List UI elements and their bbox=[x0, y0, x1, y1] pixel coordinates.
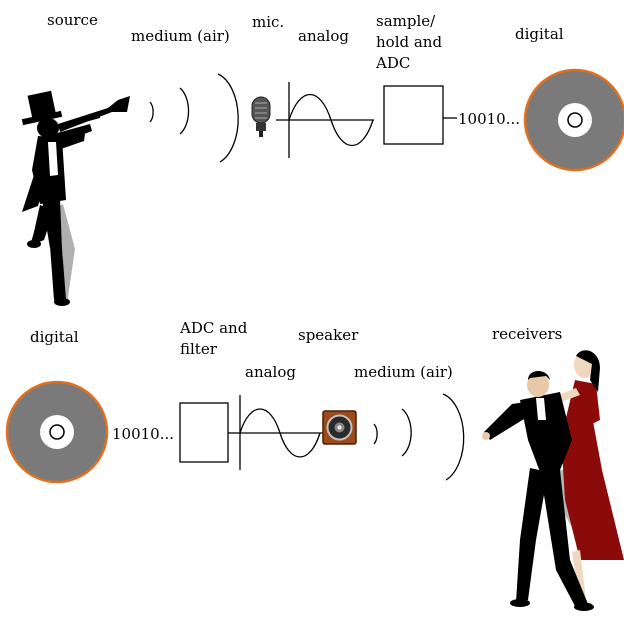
analog-label-top: analog bbox=[298, 27, 349, 45]
analog-label-bottom: analog bbox=[245, 363, 296, 381]
source-label: source bbox=[47, 11, 98, 29]
sample-hold-adc-box bbox=[383, 85, 444, 145]
digital-label-bottom: digital bbox=[30, 328, 79, 346]
sound-waves-bottom bbox=[373, 393, 465, 481]
sample-hold-label-line2: hold and bbox=[376, 33, 443, 51]
adc-filter-label-line1: ADC and bbox=[180, 319, 248, 337]
wave-arc-medium bbox=[401, 408, 412, 457]
dancing-couple-figure bbox=[482, 350, 624, 611]
speaker-icon bbox=[322, 410, 357, 445]
microphone-icon bbox=[251, 96, 271, 137]
sample-hold-label-line3: ADC bbox=[376, 54, 411, 72]
medium-air-label-top: medium (air) bbox=[131, 27, 230, 45]
speaker-label: speaker bbox=[298, 326, 359, 344]
wave-arc-large bbox=[217, 73, 239, 163]
disc-icon-top bbox=[523, 68, 624, 172]
mic-label: mic. bbox=[252, 13, 285, 31]
sine-curve bbox=[288, 93, 374, 147]
bitstream-text-bottom: 10010... bbox=[112, 425, 174, 443]
sample-hold-label-line1: sample/ bbox=[376, 12, 436, 30]
trumpet-player-figure bbox=[21, 90, 130, 306]
wave-arc-small bbox=[373, 423, 378, 445]
adc-filter-label-line2: filter bbox=[180, 340, 217, 358]
analog-waveform-bottom bbox=[239, 395, 325, 470]
disc-icon-bottom bbox=[5, 380, 109, 484]
wave-arc-small bbox=[149, 101, 154, 123]
sound-waves-top bbox=[149, 73, 239, 163]
digital-label-top: digital bbox=[515, 25, 564, 43]
bitstream-text-top: 10010... bbox=[458, 110, 520, 128]
wave-arc-large bbox=[442, 393, 465, 481]
analog-waveform-top bbox=[276, 82, 374, 158]
medium-air-label-bottom: medium (air) bbox=[354, 363, 453, 381]
wave-arc-medium bbox=[179, 87, 190, 135]
receivers-label: receivers bbox=[492, 325, 563, 343]
sine-curve bbox=[239, 408, 321, 458]
adc-filter-box bbox=[179, 402, 229, 463]
